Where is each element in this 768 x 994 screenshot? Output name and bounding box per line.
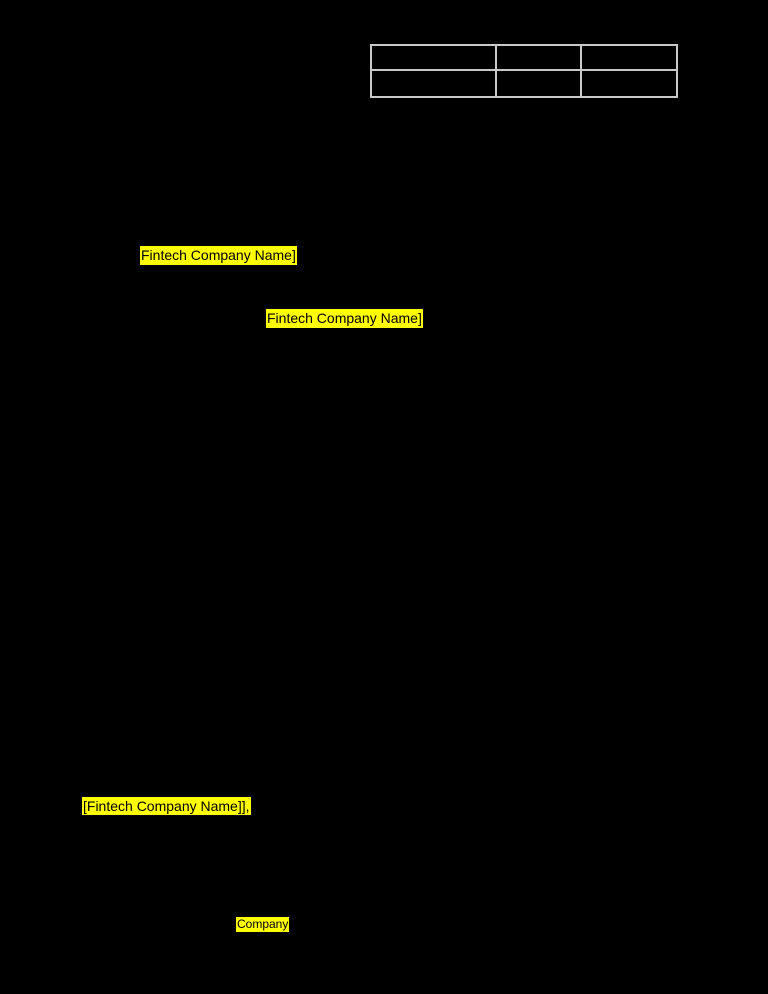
table-cell xyxy=(580,44,678,71)
placeholder-fintech-company-name-2[interactable]: Fintech Company Name] xyxy=(266,309,423,328)
placeholder-company[interactable]: Company xyxy=(236,917,290,932)
table-cell xyxy=(580,69,678,98)
placeholder-fintech-company-name-3[interactable]: [Fintech Company Name]], xyxy=(82,797,251,815)
document-table xyxy=(370,44,678,98)
table-cell xyxy=(370,44,497,71)
table-cell xyxy=(495,69,582,98)
table-row xyxy=(370,44,678,71)
table-cell xyxy=(495,44,582,71)
table-cell xyxy=(370,69,497,98)
placeholder-fintech-company-name-1[interactable]: Fintech Company Name] xyxy=(140,246,297,265)
table-row xyxy=(370,69,678,98)
